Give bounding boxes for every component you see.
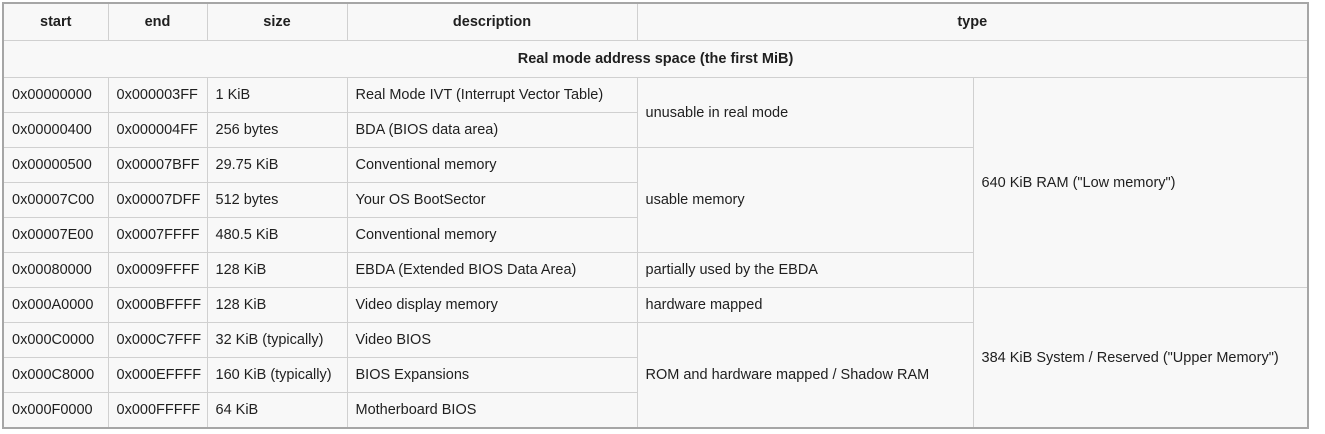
cell-description: Video BIOS (346, 322, 638, 358)
cell-type-group: 384 KiB System / Reserved ("Upper Memory… (972, 287, 1309, 429)
table-row: 0x000C8000 0x000EFFFF 160 KiB (typically… (2, 357, 1308, 393)
cell-start: 0x000C8000 (2, 357, 109, 393)
cell-end: 0x000EFFFF (107, 357, 208, 393)
column-header-end: end (107, 2, 208, 41)
cell-usage-group: ROM and hardware mapped / Shadow RAM (636, 322, 974, 429)
cell-size: 32 KiB (typically) (206, 322, 348, 358)
cell-end: 0x000C7FFF (107, 322, 208, 358)
cell-size: 128 KiB (206, 287, 348, 323)
table-row: 0x00000000 0x000003FF 1 KiB Real Mode IV… (2, 77, 1309, 288)
cell-description: Conventional memory (346, 217, 638, 253)
header-row: start end size description type (2, 2, 1309, 41)
table-row: 0x00000500 0x00007BFF 29.75 KiB Conventi… (2, 147, 1308, 253)
cell-size: 480.5 KiB (206, 217, 348, 253)
table-row: 0x00007C00 0x00007DFF 512 bytes Your OS … (2, 182, 1308, 218)
cell-start: 0x000F0000 (2, 392, 109, 429)
column-header-size: size (206, 2, 348, 41)
cell-end: 0x00007DFF (107, 182, 208, 218)
cell-size: 160 KiB (typically) (206, 357, 348, 393)
cell-usage-group: partially used by the EBDA (636, 252, 974, 288)
cell-start: 0x000C0000 (2, 322, 109, 358)
cell-description: Real Mode IVT (Interrupt Vector Table) (346, 77, 638, 113)
cell-end: 0x000BFFFF (107, 287, 208, 323)
table-header: start end size description type Real mod… (2, 2, 1309, 78)
cell-end: 0x0009FFFF (107, 252, 208, 288)
cell-end: 0x000004FF (107, 112, 208, 148)
memory-map-table: start end size description type Real mod… (2, 2, 1310, 429)
cell-size: 512 bytes (206, 182, 348, 218)
cell-start: 0x00007E00 (2, 217, 109, 253)
cell-start: 0x00000400 (2, 112, 109, 148)
cell-description: BIOS Expansions (346, 357, 638, 393)
cell-description: Video display memory (346, 287, 638, 323)
cell-description: Conventional memory (346, 147, 638, 183)
table-row: 0x00007E00 0x0007FFFF 480.5 KiB Conventi… (2, 217, 1308, 253)
cell-start: 0x00000500 (2, 147, 109, 183)
cell-type-group: 640 KiB RAM ("Low memory") (972, 77, 1309, 288)
cell-size: 64 KiB (206, 392, 348, 429)
cell-start: 0x00000000 (2, 77, 109, 113)
table-row: 0x000C0000 0x000C7FFF 32 KiB (typically)… (2, 322, 1308, 429)
cell-start: 0x000A0000 (2, 287, 109, 323)
cell-end: 0x000FFFFF (107, 392, 208, 429)
cell-start: 0x00007C00 (2, 182, 109, 218)
cell-end: 0x0007FFFF (107, 217, 208, 253)
cell-description: EBDA (Extended BIOS Data Area) (346, 252, 638, 288)
cell-usage-group: unusable in real mode (636, 77, 974, 148)
cell-end: 0x00007BFF (107, 147, 208, 183)
cell-size: 128 KiB (206, 252, 348, 288)
cell-description: Your OS BootSector (346, 182, 638, 218)
column-header-type: type (636, 2, 1309, 41)
cell-size: 256 bytes (206, 112, 348, 148)
cell-size: 29.75 KiB (206, 147, 348, 183)
cell-description: BDA (BIOS data area) (346, 112, 638, 148)
table-body: 0x00000000 0x000003FF 1 KiB Real Mode IV… (2, 77, 1309, 429)
column-header-description: description (346, 2, 638, 41)
cell-description: Motherboard BIOS (346, 392, 638, 429)
table-row: 0x00000400 0x000004FF 256 bytes BDA (BIO… (2, 112, 1308, 148)
section-title-row: Real mode address space (the first MiB) (2, 40, 1309, 78)
table-row: 0x000F0000 0x000FFFFF 64 KiB Motherboard… (2, 392, 1308, 429)
cell-end: 0x000003FF (107, 77, 208, 113)
cell-usage-group: usable memory (636, 147, 974, 253)
table-row: 0x000A0000 0x000BFFFF 128 KiB Video disp… (2, 287, 1309, 429)
table-row: 0x00080000 0x0009FFFF 128 KiB EBDA (Exte… (2, 252, 1308, 288)
cell-usage-group: hardware mapped (636, 287, 974, 323)
section-title: Real mode address space (the first MiB) (2, 40, 1309, 78)
cell-size: 1 KiB (206, 77, 348, 113)
cell-start: 0x00080000 (2, 252, 109, 288)
column-header-start: start (2, 2, 109, 41)
